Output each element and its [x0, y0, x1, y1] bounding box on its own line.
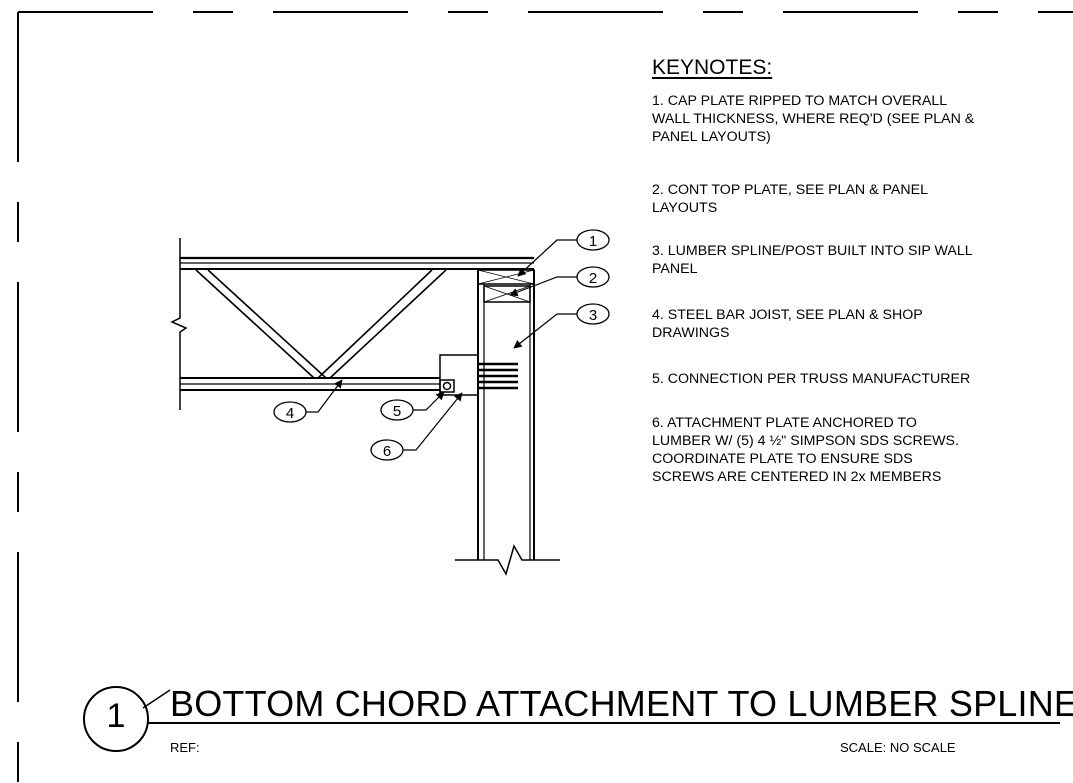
sip-wall [455, 270, 560, 576]
keynote-6-line: SCREWS ARE CENTERED IN 2x MEMBERS [652, 469, 942, 485]
keynote-3-line: PANEL [652, 261, 698, 277]
keynote-6-line: LUMBER W/ (5) 4 ½" SIMPSON SDS SCREWS. [652, 433, 959, 449]
callout-5: 5 [380, 399, 414, 421]
callout-2: 2 [576, 266, 610, 288]
joist-bottom-chord [180, 377, 440, 391]
scale-label: SCALE: NO SCALE [840, 740, 956, 755]
keynote-4: 4. STEEL BAR JOIST, SEE PLAN & SHOP DRAW… [652, 306, 923, 342]
callout-3: 3 [576, 303, 610, 325]
keynote-6: 6. ATTACHMENT PLATE ANCHORED TO LUMBER W… [652, 414, 959, 486]
keynote-2-line: 2. CONT TOP PLATE, SEE PLAN & PANEL [652, 182, 928, 198]
callout-1: 1 [576, 229, 610, 251]
keynote-6-line: COORDINATE PLATE TO ENSURE SDS [652, 451, 913, 467]
joist-top-chord [180, 256, 534, 270]
keynote-2: 2. CONT TOP PLATE, SEE PLAN & PANEL LAYO… [652, 181, 928, 217]
keynote-3-line: 3. LUMBER SPLINE/POST BUILT INTO SIP WAL… [652, 243, 973, 259]
sheet-border [17, 11, 1073, 783]
callout-2-label: 2 [589, 270, 597, 287]
callout-3-label: 3 [589, 307, 597, 324]
ref-label: REF: [170, 740, 200, 755]
detail-number: 1 [106, 697, 126, 735]
callout-6: 6 [370, 439, 404, 461]
leader-lines [306, 239, 577, 451]
callout-6-label: 6 [383, 443, 391, 460]
detail-title: BOTTOM CHORD ATTACHMENT TO LUMBER SPLINE [170, 683, 1073, 724]
keynote-1-line: 1. CAP PLATE RIPPED TO MATCH OVERALL [652, 93, 948, 109]
keynote-5-line: 5. CONNECTION PER TRUSS MANUFACTURER [652, 371, 971, 387]
keynote-2-line: LAYOUTS [652, 200, 718, 216]
keynote-4-line: 4. STEEL BAR JOIST, SEE PLAN & SHOP [652, 307, 923, 323]
sds-screws [478, 362, 518, 390]
keynote-1-line: PANEL LAYOUTS) [652, 129, 771, 145]
keynote-1-line: WALL THICKNESS, WHERE REQ'D (SEE PLAN & [652, 111, 975, 127]
callout-1-label: 1 [589, 233, 597, 250]
break-line-left [170, 238, 188, 410]
keynotes-title: KEYNOTES: [652, 56, 773, 79]
title-block-graphics [83, 686, 1060, 752]
keynote-3: 3. LUMBER SPLINE/POST BUILT INTO SIP WAL… [652, 242, 973, 278]
keynote-4-line: DRAWINGS [652, 325, 730, 341]
callout-4: 4 [273, 401, 307, 423]
callout-4-label: 4 [286, 405, 294, 422]
keynote-6-line: 6. ATTACHMENT PLATE ANCHORED TO [652, 415, 917, 431]
keynote-1: 1. CAP PLATE RIPPED TO MATCH OVERALL WAL… [652, 92, 974, 146]
keynote-5: 5. CONNECTION PER TRUSS MANUFACTURER [652, 370, 970, 388]
callout-5-label: 5 [393, 403, 401, 420]
joist-web [195, 269, 447, 379]
